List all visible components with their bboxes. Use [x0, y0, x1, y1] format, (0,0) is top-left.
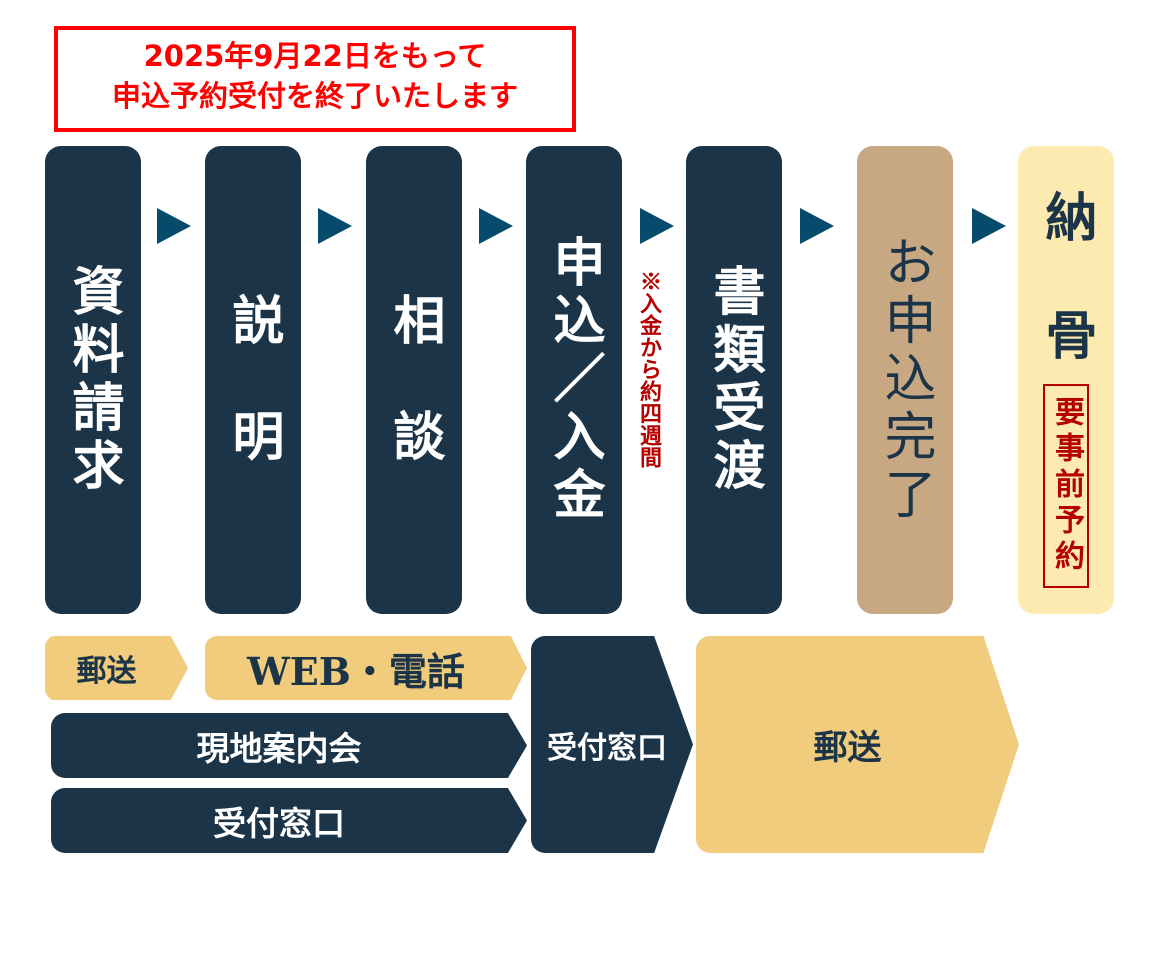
step-explanation: 説 明 [205, 146, 301, 614]
method-mail-documents: 郵送 [696, 636, 1019, 853]
method-site-tour: 現地案内会 [51, 713, 527, 778]
arrow-right-icon [800, 208, 834, 244]
step-label: 相 談 [384, 293, 445, 467]
arrow-right-icon [318, 208, 352, 244]
arrow-right-icon [972, 208, 1006, 244]
step-interment: 納 骨 要事前予約 [1018, 146, 1114, 614]
step-label: お申込完了 [875, 235, 935, 525]
step-application-payment: 申込／入金 [526, 146, 622, 614]
step-label-top: 納 [1036, 190, 1097, 248]
reservation-required-badge: 要事前予約 [1043, 384, 1089, 588]
step-label: 説 明 [223, 293, 284, 467]
step-label: 資料請求 [63, 264, 124, 496]
notice-line-1: 2025年9月22日をもって [143, 39, 487, 73]
step-label: 申込／入金 [544, 235, 605, 525]
step-consultation: 相 談 [366, 146, 462, 614]
step-label-bottom: 骨 [1036, 308, 1097, 366]
arrow-right-icon [640, 208, 674, 244]
step-document-delivery: 書類受渡 [686, 146, 782, 614]
method-mail: 郵送 [45, 636, 188, 700]
method-web-phone: WEB・電話 [205, 636, 527, 700]
payment-note: ※入金から約四週間 [636, 270, 662, 468]
notice-line-2: 申込予約受付を終了いたします [111, 79, 518, 113]
arrow-right-icon [479, 208, 513, 244]
step-request-materials: 資料請求 [45, 146, 141, 614]
method-counter-consult: 受付窓口 [51, 788, 527, 853]
arrow-right-icon [157, 208, 191, 244]
method-counter-apply: 受付窓口 [531, 636, 693, 853]
closing-notice: 2025年9月22日をもって 申込予約受付を終了いたします [54, 26, 576, 132]
step-application-complete: お申込完了 [857, 146, 953, 614]
step-label: 書類受渡 [704, 264, 765, 496]
